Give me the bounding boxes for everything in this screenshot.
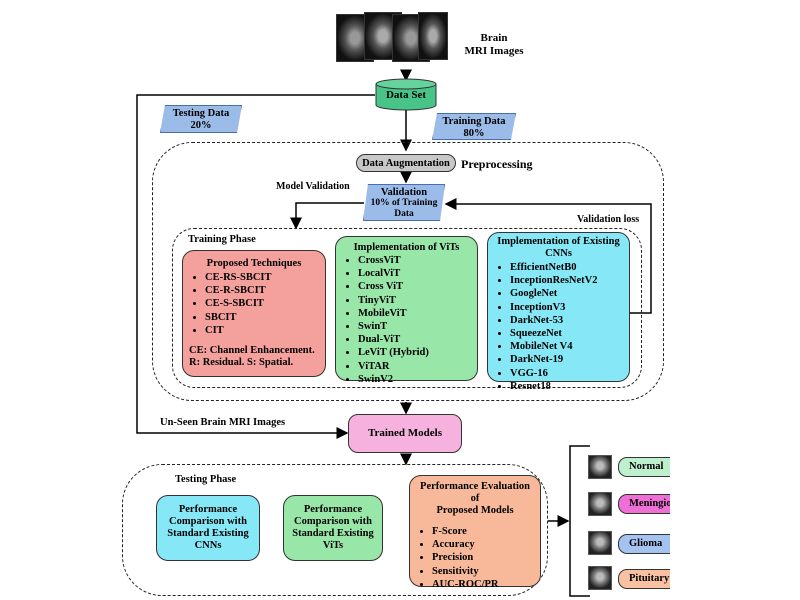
- output-label-normal: Normal: [618, 457, 670, 477]
- perf-eval-box: Performance Evaluation of Proposed Model…: [409, 475, 541, 590]
- perf-vit-line-2: Comparison with: [294, 516, 372, 527]
- preprocessing-label: Preprocessing: [461, 157, 533, 171]
- testing-data-line-1: Testing Data: [172, 108, 230, 119]
- line-validation-loss: [444, 198, 652, 314]
- testing-phase-label: Testing Phase: [175, 474, 237, 485]
- training-phase-label: Training Phase: [188, 234, 256, 245]
- title-line-1: Brain: [480, 32, 508, 44]
- mri-thumb-normal: [588, 455, 612, 479]
- vit-item: Cross ViT: [358, 280, 471, 293]
- perf-cnn-box: Performance Comparison with Standard Exi…: [156, 495, 260, 561]
- proposed-item: CIT: [205, 324, 319, 337]
- validation-loss-label: Validation loss: [577, 214, 640, 225]
- proposed-techniques-box: Proposed Techniques CE-RS-SBCIT CE-R-SBC…: [182, 250, 326, 377]
- vit-item: Dual-ViT: [358, 333, 471, 346]
- cnn-item: InceptionV3: [510, 301, 623, 314]
- proposed-list: CE-RS-SBCIT CE-R-SBCIT CE-S-SBCIT SBCIT …: [189, 271, 319, 337]
- testing-phase-region: [122, 464, 548, 596]
- training-phase-region: [172, 228, 642, 388]
- metric-item: F-Score: [432, 525, 534, 538]
- cnn-item: Resnet18: [510, 380, 623, 393]
- mri-image-4: [418, 12, 448, 60]
- dataset-cylinder: Data Set: [375, 78, 437, 111]
- trained-models-box: Trained Models: [348, 414, 462, 453]
- perf-vit-line-4: ViTs: [322, 540, 344, 551]
- cnns-heading-2: CNNs: [545, 248, 572, 259]
- validation-line-3: Data: [394, 209, 414, 219]
- perf-vit-box: Performance Comparison with Standard Exi…: [283, 495, 383, 561]
- training-data-line-2: 80%: [463, 128, 485, 139]
- cnns-list: EfficientNetB0 InceptionResNetV2 GoogleN…: [494, 261, 623, 393]
- cnn-item: DarkNet-19: [510, 353, 623, 366]
- metric-item: Accuracy: [432, 538, 534, 551]
- output-label-pituitary: Pituitary: [618, 569, 670, 589]
- validation-tag: Validation 10% of Training Data: [363, 184, 445, 221]
- vits-heading: Implementation of ViTs: [353, 242, 460, 253]
- mri-thumb-pituitary: [588, 566, 612, 590]
- line-model-validation: [290, 202, 364, 230]
- proposed-item: CE-R-SBCIT: [205, 284, 319, 297]
- cnn-item: DarkNet-53: [510, 314, 623, 327]
- dataset-label: Data Set: [385, 89, 427, 101]
- vit-item: LeViT (Hybrid): [358, 346, 471, 359]
- output-label-glioma: Glioma: [618, 534, 670, 554]
- output-label-meningioma: Meningioma: [618, 494, 670, 514]
- cnn-item: InceptionResNetV2: [510, 274, 623, 287]
- mri-image-stack: [336, 12, 448, 70]
- perf-eval-heading-1: Performance Evaluation of: [420, 481, 530, 504]
- vit-item: SwinV2: [358, 373, 471, 386]
- cnns-box: Implementation of Existing CNNs Efficien…: [487, 232, 630, 392]
- metric-item: Sensitivity: [432, 565, 534, 578]
- augmentation-pill: Data Augmentation: [356, 154, 456, 172]
- vit-item: ViTAR: [358, 360, 471, 373]
- vits-box: Implementation of ViTs CrossViT LocalViT…: [335, 236, 478, 385]
- cnn-item: MobileNet V4: [510, 340, 623, 353]
- output-bracket: [569, 445, 590, 597]
- unseen-images-label: Un-Seen Brain MRI Images: [160, 417, 286, 428]
- training-data-line-1: Training Data: [442, 116, 506, 127]
- perf-eval-list: F-Score Accuracy Precision Sensitivity A…: [416, 525, 534, 591]
- title-line-2: MRI Images: [464, 45, 524, 57]
- vit-item: TinyViT: [358, 294, 471, 307]
- proposed-item: SBCIT: [205, 311, 319, 324]
- proposed-item: CE-S-SBCIT: [205, 297, 319, 310]
- perf-eval-heading-2: Proposed Models: [436, 505, 514, 516]
- mri-thumb-glioma: [588, 531, 612, 555]
- proposed-note-2: R: Residual. S: Spatial.: [189, 357, 294, 369]
- vit-item: LocalViT: [358, 267, 471, 280]
- mri-thumb-meningioma: [588, 492, 612, 516]
- perf-cnn-line-3: Standard Existing: [167, 528, 249, 539]
- perf-cnn-line-1: Performance: [178, 504, 238, 515]
- cnn-item: EfficientNetB0: [510, 261, 623, 274]
- vit-item: SwinT: [358, 320, 471, 333]
- proposed-item: CE-RS-SBCIT: [205, 271, 319, 284]
- metric-item: AUC-ROC/PR: [432, 578, 534, 591]
- validation-line-1: Validation: [380, 187, 428, 198]
- vit-item: CrossViT: [358, 254, 471, 267]
- proposed-note-1: CE: Channel Enhancement.: [189, 345, 315, 357]
- perf-cnn-line-4: CNNs: [194, 540, 222, 551]
- vit-item: MobileViT: [358, 307, 471, 320]
- title-label: Brain MRI Images: [454, 32, 534, 58]
- perf-cnn-line-2: Comparison with: [169, 516, 247, 527]
- cylinder-shape: [375, 78, 437, 111]
- cnn-item: GoogleNet: [510, 287, 623, 300]
- proposed-heading: Proposed Techniques: [206, 258, 302, 269]
- cnn-item: SqueezeNet: [510, 327, 623, 340]
- training-data-tag: Training Data 80%: [432, 113, 516, 140]
- cnn-item: VGG-16: [510, 367, 623, 380]
- testing-data-tag: Testing Data 20%: [160, 105, 242, 133]
- model-validation-label: Model Validation: [276, 181, 350, 192]
- cnns-heading-1: Implementation of Existing: [497, 236, 620, 247]
- perf-vit-line-3: Standard Existing: [292, 528, 374, 539]
- preprocessing-region: [152, 142, 664, 401]
- perf-vit-line-1: Performance: [303, 504, 363, 515]
- metric-item: Precision: [432, 551, 534, 564]
- testing-data-line-2: 20%: [190, 120, 212, 131]
- vits-list: CrossViT LocalViT Cross ViT TinyViT Mobi…: [342, 254, 471, 386]
- validation-line-2: 10% of Training: [370, 198, 438, 208]
- line-testing-path: [136, 94, 375, 439]
